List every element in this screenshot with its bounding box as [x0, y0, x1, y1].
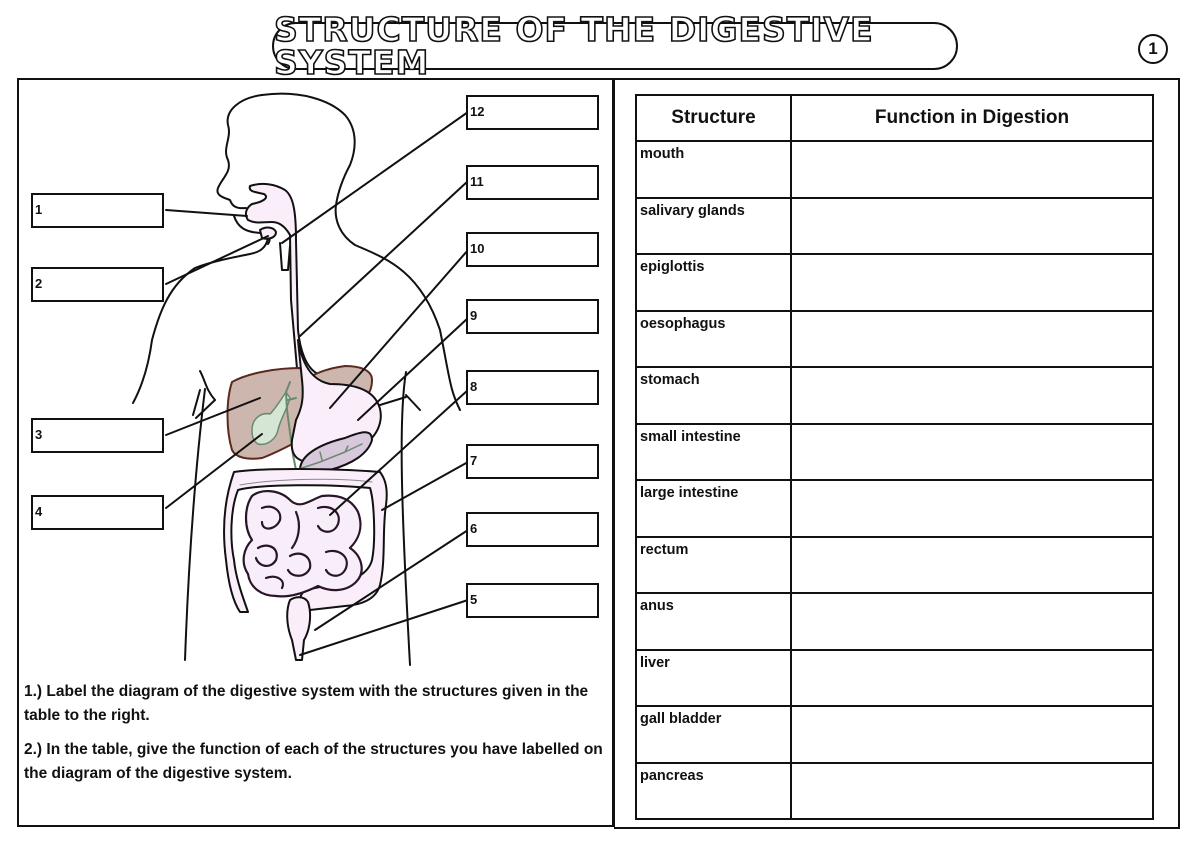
- table-row: large intestine: [635, 479, 1154, 538]
- label-box-6[interactable]: 6: [466, 512, 599, 547]
- structure-cell: rectum: [635, 535, 792, 594]
- function-cell[interactable]: [790, 422, 1154, 481]
- function-cell[interactable]: [790, 366, 1154, 425]
- structure-cell: oesophagus: [635, 309, 792, 368]
- small-intestine-shape: [242, 490, 363, 598]
- instruction-step-1: 1.) Label the diagram of the digestive s…: [24, 683, 589, 724]
- instruction-step-2: 2.) In the table, give the function of e…: [24, 741, 603, 782]
- function-cell[interactable]: [790, 705, 1154, 764]
- rectum-shape: [286, 596, 312, 661]
- structure-cell: gall bladder: [635, 705, 792, 764]
- label-box-2[interactable]: 2: [31, 267, 164, 302]
- label-number: 11: [470, 174, 484, 189]
- label-box-8[interactable]: 8: [466, 370, 599, 405]
- function-cell[interactable]: [790, 196, 1154, 255]
- table-row: mouth: [635, 140, 1154, 199]
- label-box-12[interactable]: 12: [466, 95, 599, 130]
- instructions: 1.) Label the diagram of the digestive s…: [24, 680, 604, 796]
- page-number-badge: 1: [1138, 34, 1168, 64]
- function-cell[interactable]: [790, 479, 1154, 538]
- table-row: liver: [635, 648, 1154, 707]
- structure-cell: pancreas: [635, 761, 792, 820]
- label-box-3[interactable]: 3: [31, 418, 164, 453]
- table-row: anus: [635, 592, 1154, 651]
- structure-cell: large intestine: [635, 479, 792, 538]
- label-number: 6: [470, 521, 478, 536]
- table-row: stomach: [635, 366, 1154, 425]
- label-number: 2: [35, 276, 43, 291]
- gall-bladder-shape: [251, 391, 291, 446]
- table-row: oesophagus: [635, 309, 1154, 368]
- function-cell[interactable]: [790, 309, 1154, 368]
- label-number: 9: [470, 308, 478, 323]
- label-box-10[interactable]: 10: [466, 232, 599, 267]
- function-cell[interactable]: [790, 592, 1154, 651]
- function-cell[interactable]: [790, 761, 1154, 820]
- title-banner: STRUCTURE OF THE DIGESTIVE SYSTEM: [272, 12, 958, 80]
- label-box-4[interactable]: 4: [31, 495, 164, 530]
- function-cell[interactable]: [790, 140, 1154, 199]
- table-row: small intestine: [635, 422, 1154, 481]
- structure-cell: stomach: [635, 366, 792, 425]
- label-number: 12: [470, 104, 485, 119]
- structure-cell: salivary glands: [635, 196, 792, 255]
- table-row: rectum: [635, 535, 1154, 594]
- structure-cell: epiglottis: [635, 253, 792, 312]
- header-structure: Structure: [635, 94, 792, 142]
- label-number: 8: [470, 379, 478, 394]
- head-outline-icon: [216, 94, 263, 210]
- table-row: epiglottis: [635, 253, 1154, 312]
- label-box-5[interactable]: 5: [466, 583, 599, 618]
- table-panel: [614, 78, 1180, 829]
- structure-function-table: Structure Function in Digestion mouth sa…: [635, 94, 1154, 820]
- function-cell[interactable]: [790, 253, 1154, 312]
- label-number: 4: [35, 504, 43, 519]
- label-number: 1: [35, 202, 43, 217]
- structure-cell: small intestine: [635, 422, 792, 481]
- label-number: 7: [470, 453, 478, 468]
- label-box-7[interactable]: 7: [466, 444, 599, 479]
- table-row: pancreas: [635, 761, 1154, 820]
- structure-cell: mouth: [635, 140, 792, 199]
- diagram-panel: [17, 78, 613, 827]
- large-intestine-shape: [223, 468, 388, 613]
- label-box-1[interactable]: 1: [31, 193, 164, 228]
- panel-divider: [612, 78, 615, 827]
- label-number: 10: [470, 241, 485, 256]
- table-row: gall bladder: [635, 705, 1154, 764]
- label-box-11[interactable]: 11: [466, 165, 599, 200]
- label-number: 3: [35, 427, 43, 442]
- header-function: Function in Digestion: [790, 94, 1154, 142]
- structure-cell: anus: [635, 592, 792, 651]
- function-cell[interactable]: [790, 535, 1154, 594]
- table-row: salivary glands: [635, 196, 1154, 255]
- page-title: STRUCTURE OF THE DIGESTIVE SYSTEM: [273, 10, 874, 82]
- label-number: 5: [470, 592, 478, 607]
- table-header-row: Structure Function in Digestion: [635, 94, 1154, 142]
- label-box-9[interactable]: 9: [466, 299, 599, 334]
- structure-cell: liver: [635, 648, 792, 707]
- function-cell[interactable]: [790, 648, 1154, 707]
